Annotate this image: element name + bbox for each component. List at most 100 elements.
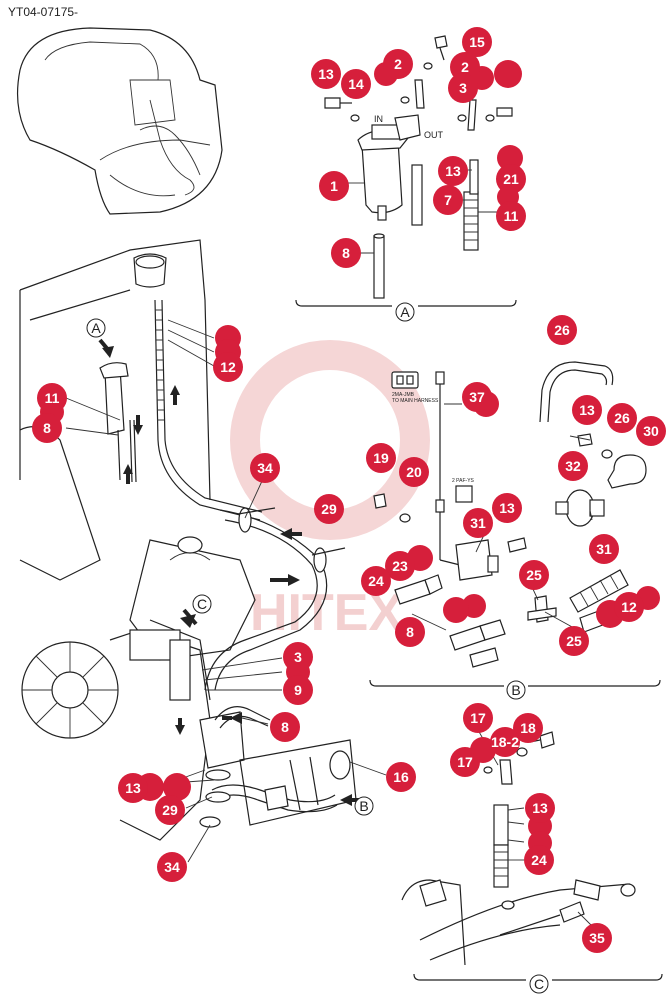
svg-text:19: 19 xyxy=(373,450,389,466)
svg-text:24: 24 xyxy=(368,573,384,589)
callout-26-c: 24 xyxy=(524,845,554,875)
engine-view xyxy=(19,239,387,863)
svg-text:13: 13 xyxy=(445,163,461,179)
callout-7: 7 xyxy=(433,185,463,215)
callout-25: 25 xyxy=(519,560,549,590)
svg-text:23: 23 xyxy=(392,558,408,574)
callout-8-main: 8 xyxy=(32,413,62,443)
callout-2b: 2 xyxy=(450,52,522,90)
callout-1: 1 xyxy=(319,171,349,201)
svg-text:26: 26 xyxy=(614,410,630,426)
callout-9-main: 8 xyxy=(270,712,300,742)
section-marker-b-detail: B xyxy=(506,680,526,700)
callout-8-a: 8 xyxy=(331,238,361,268)
callout-13-b1: 13 xyxy=(572,395,602,425)
svg-text:C: C xyxy=(534,976,544,992)
callout-16: 14 xyxy=(341,69,371,99)
svg-text:A: A xyxy=(91,320,101,336)
callout-33: 32 xyxy=(558,451,588,481)
callout-37: 37 xyxy=(462,382,499,417)
callout-27: 26 xyxy=(607,403,637,433)
svg-text:13: 13 xyxy=(532,800,548,816)
callout-14: 16 xyxy=(386,762,416,792)
svg-text:9: 9 xyxy=(294,682,302,698)
svg-text:B: B xyxy=(511,682,520,698)
svg-text:20: 20 xyxy=(406,464,422,480)
callout-29-main: 29 xyxy=(155,795,185,825)
svg-text:25: 25 xyxy=(526,567,542,583)
callout-2: 2 xyxy=(374,49,413,86)
callout-9-b: 8 xyxy=(395,594,486,647)
svg-text:16: 16 xyxy=(393,769,409,785)
svg-text:35: 35 xyxy=(589,930,605,946)
svg-text:B: B xyxy=(359,798,368,814)
label-connector-a: 2MA-JMB xyxy=(392,392,415,398)
svg-text:13: 13 xyxy=(579,402,595,418)
svg-text:8: 8 xyxy=(342,245,350,261)
svg-text:C: C xyxy=(197,596,207,612)
detail-a: IN OUT xyxy=(295,35,517,307)
callout-31: 31 xyxy=(463,508,493,538)
svg-text:8: 8 xyxy=(43,420,51,436)
svg-text:31: 31 xyxy=(470,515,486,531)
svg-text:17: 17 xyxy=(457,754,473,770)
label-connector-b: 2 PAF-YS xyxy=(452,478,475,484)
callout-28: 25 xyxy=(559,626,589,656)
callout-34-top: 34 xyxy=(250,453,280,483)
callout-35: 35 xyxy=(582,923,612,953)
section-marker-b: B xyxy=(354,796,374,816)
svg-text:32: 32 xyxy=(565,458,581,474)
callout-13-b2: 13 xyxy=(492,493,522,523)
callout-26-b: 24 xyxy=(361,566,391,596)
callout-18-2: 18 xyxy=(513,713,543,743)
machine-overview xyxy=(16,27,223,215)
callout-10: 9 xyxy=(283,675,313,705)
svg-text:34: 34 xyxy=(257,460,273,476)
callout-18: 17 xyxy=(463,703,493,733)
label-out: OUT xyxy=(424,130,444,140)
document-id: YT04-07175- xyxy=(8,5,78,19)
callout-34-main: 34 xyxy=(157,852,187,882)
svg-text:24: 24 xyxy=(531,852,547,868)
svg-text:3: 3 xyxy=(459,80,467,96)
section-marker-c-detail: C xyxy=(529,974,549,994)
section-marker-c: C xyxy=(192,594,212,614)
callout-21: 21 xyxy=(496,164,526,194)
callout-13-main: 13 xyxy=(118,773,191,803)
svg-text:12: 12 xyxy=(621,599,637,615)
svg-text:15: 15 xyxy=(469,34,485,50)
callout-13-a: 13 xyxy=(438,145,523,186)
callout-32: 31 xyxy=(589,534,619,564)
section-marker-a: A xyxy=(86,318,106,338)
callout-19: 19 xyxy=(366,443,396,473)
svg-text:13: 13 xyxy=(125,780,141,796)
svg-text:29: 29 xyxy=(321,501,337,517)
callout-23: 23 xyxy=(385,545,433,581)
callout-18-b: 17 xyxy=(450,747,480,777)
watermark: HITEX xyxy=(230,340,430,642)
svg-text:11: 11 xyxy=(45,390,60,406)
svg-text:37: 37 xyxy=(469,389,485,405)
svg-text:34: 34 xyxy=(164,859,180,875)
svg-text:17: 17 xyxy=(470,710,486,726)
callout-15: 13 xyxy=(311,59,341,89)
svg-text:13: 13 xyxy=(318,66,334,82)
callout-11-a: 11 xyxy=(496,186,526,231)
callout-12-b: 12 xyxy=(596,586,660,628)
svg-text:A: A xyxy=(400,304,410,320)
section-marker-a-detail: A xyxy=(395,302,415,322)
svg-text:26: 26 xyxy=(554,322,570,338)
svg-text:2: 2 xyxy=(394,56,402,72)
svg-text:29: 29 xyxy=(162,802,178,818)
callout-12-main: 12 xyxy=(213,325,243,382)
svg-text:25: 25 xyxy=(566,633,582,649)
label-in: IN xyxy=(374,114,383,124)
callout-3: 3 xyxy=(448,73,478,103)
svg-text:1: 1 xyxy=(330,178,338,194)
svg-text:18-2: 18-2 xyxy=(491,734,519,750)
svg-text:8: 8 xyxy=(281,719,289,735)
detail-c xyxy=(401,729,663,981)
svg-text:8: 8 xyxy=(406,624,414,640)
svg-text:31: 31 xyxy=(596,541,612,557)
